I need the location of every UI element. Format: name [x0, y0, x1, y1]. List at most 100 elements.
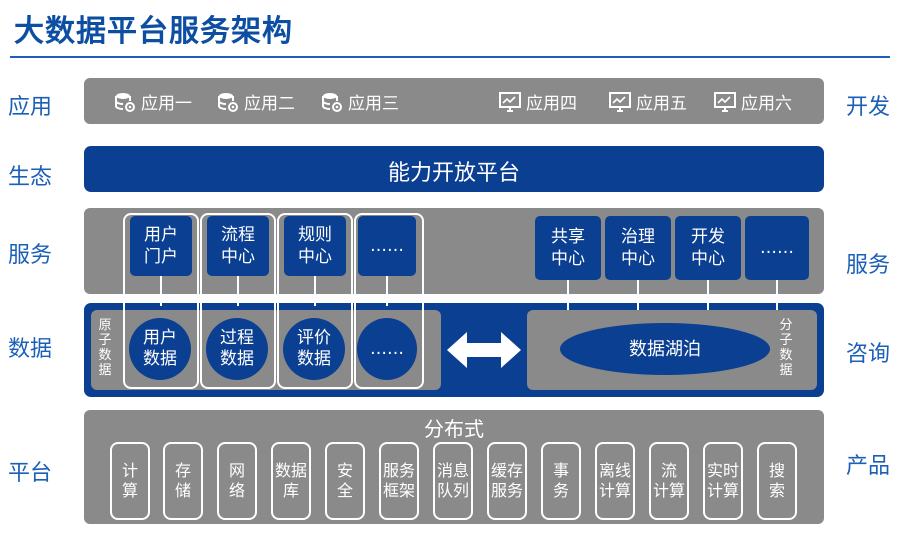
service-development-center: 开发中心 [675, 216, 741, 280]
service-label-line2: 中心 [298, 247, 332, 267]
connector-line [776, 280, 778, 310]
column-outline-process [200, 213, 276, 389]
platform-item-cache-service: 缓存服务 [487, 442, 527, 520]
app-item-4: 应用四 [499, 89, 577, 114]
platform-item-text: 框架 [382, 481, 415, 500]
left-label-application: 应用 [8, 95, 53, 120]
data-lake-label: 数据湖泊 [629, 338, 701, 360]
platform-item-text: 流 [660, 461, 677, 480]
platform-item-text: 计算 [598, 481, 631, 500]
connector-line [637, 280, 639, 310]
database-gear-icon [114, 91, 136, 113]
service-label-line1: 开发 [691, 227, 725, 247]
right-label-product: 产品 [846, 454, 891, 479]
platform-item-text: 实时 [706, 461, 739, 480]
platform-item-text: 计 [121, 461, 138, 480]
platform-item-transaction: 事务 [541, 442, 581, 520]
data-circle-evaluation: 评价数据 [283, 318, 345, 380]
connector-line [314, 276, 316, 306]
column-outline-user [123, 213, 199, 389]
title-underline [10, 56, 890, 58]
platform-item-storage: 存储 [163, 442, 203, 520]
app-label: 应用一 [141, 94, 192, 114]
platform-item-text: 计算 [706, 481, 739, 500]
service-label-line1: 流程 [221, 225, 255, 245]
platform-item-text: 缓存 [490, 461, 523, 480]
platform-item-text: 计算 [652, 481, 685, 500]
platform-item-text: 消息 [436, 461, 469, 480]
platform-item-offline-compute: 离线计算 [595, 442, 635, 520]
platform-item-text: 网 [228, 461, 245, 480]
right-label-service: 服务 [846, 253, 891, 278]
service-label-line1: 规则 [298, 225, 332, 245]
open-platform-label: 能力开放平台 [387, 161, 520, 186]
app-label: 应用五 [636, 94, 687, 114]
service-governance-center: 治理中心 [605, 216, 671, 280]
platform-item-stream-compute: 流计算 [649, 442, 689, 520]
data-circle-more: …… [357, 318, 417, 380]
monitor-chart-icon [609, 91, 631, 113]
service-user-portal: 用户门户 [130, 216, 192, 276]
left-label-ecosystem: 生态 [8, 165, 53, 190]
data-lake: 数据湖泊 [560, 323, 770, 375]
service-more-left: …… [358, 216, 416, 276]
connector-line [160, 276, 162, 306]
service-label-line2: 中心 [691, 249, 725, 269]
double-arrow-icon [447, 332, 521, 368]
platform-item-text: 储 [174, 481, 191, 500]
platform-item-text: 事 [552, 461, 569, 480]
service-label-line2: 中心 [551, 249, 585, 269]
app-label: 应用六 [741, 94, 792, 114]
service-label-line1: 治理 [621, 227, 655, 247]
platform-item-service-framework: 服务框架 [379, 442, 419, 520]
service-label-line1: …… [760, 238, 794, 258]
database-gear-icon [321, 91, 343, 113]
service-label-line2: 门户 [144, 247, 178, 267]
platform-item-network: 网络 [217, 442, 257, 520]
platform-item-text: 服务 [490, 481, 523, 500]
platform-item-compute: 计算 [110, 442, 150, 520]
platform-item-text: 存 [174, 461, 191, 480]
distributed-label: 分布式 [424, 417, 484, 441]
data-label-line1: 评价 [297, 328, 331, 348]
left-label-service: 服务 [8, 243, 53, 268]
app-item-3: 应用三 [321, 89, 399, 114]
service-label-line2: 中心 [221, 247, 255, 267]
right-label-development: 开发 [846, 95, 891, 120]
atomic-data-label: 原子数据 [98, 318, 112, 378]
data-label-line2: 数据 [143, 349, 177, 369]
platform-item-realtime-compute: 实时计算 [703, 442, 743, 520]
platform-item-database: 数据库 [271, 442, 311, 520]
right-label-consulting: 咨询 [846, 342, 891, 367]
left-label-platform: 平台 [8, 461, 53, 486]
platform-item-text: 算 [121, 481, 138, 500]
page-title: 大数据平台服务架构 [14, 14, 293, 49]
app-label: 应用四 [526, 94, 577, 114]
app-item-6: 应用六 [714, 89, 792, 114]
connector-line [237, 276, 239, 306]
service-label-line2: 中心 [621, 249, 655, 269]
service-label-line1: 共享 [551, 227, 585, 247]
platform-item-security: 安全 [325, 442, 365, 520]
database-gear-icon [217, 91, 239, 113]
app-item-1: 应用一 [114, 89, 192, 114]
data-label-line2: 数据 [297, 349, 331, 369]
platform-item-text: 库 [282, 481, 299, 500]
column-outline-more [354, 213, 424, 389]
service-sharing-center: 共享中心 [535, 216, 601, 280]
app-label: 应用二 [244, 94, 295, 114]
platform-item-text: 离线 [598, 461, 631, 480]
connector-line [707, 280, 709, 310]
app-label: 应用三 [348, 94, 399, 114]
data-label-line1: 用户 [143, 328, 177, 348]
platform-item-text: 络 [228, 481, 245, 500]
data-label-line1: …… [370, 338, 404, 359]
service-rules-center: 规则中心 [284, 216, 346, 276]
data-circle-user: 用户数据 [129, 318, 191, 380]
data-label-line2: 数据 [220, 349, 254, 369]
connector-line [567, 280, 569, 310]
service-process-center: 流程中心 [207, 216, 269, 276]
platform-item-text: 安 [336, 461, 353, 480]
app-item-2: 应用二 [217, 89, 295, 114]
platform-item-text: 搜 [768, 461, 785, 480]
